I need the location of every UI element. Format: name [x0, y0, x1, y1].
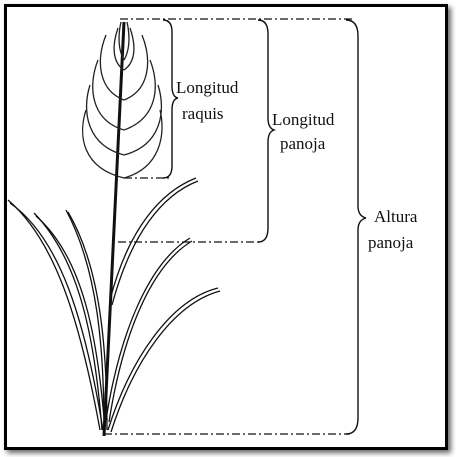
rachis-length-label-line2: raquis	[182, 104, 224, 123]
panicle-length-label-line1: Longitud	[272, 110, 335, 129]
stem	[104, 22, 124, 436]
panicle-height-label-line2: panoja	[368, 233, 414, 252]
panicle-length-label-line2: panoja	[280, 134, 326, 153]
rachis-length-label-line1: Longitud	[176, 78, 239, 97]
panicle-length-brace	[258, 20, 274, 242]
panicle-height-brace	[346, 20, 366, 434]
rachis-brace	[163, 20, 178, 178]
panicle-height-label-line1: Altura	[374, 207, 418, 226]
